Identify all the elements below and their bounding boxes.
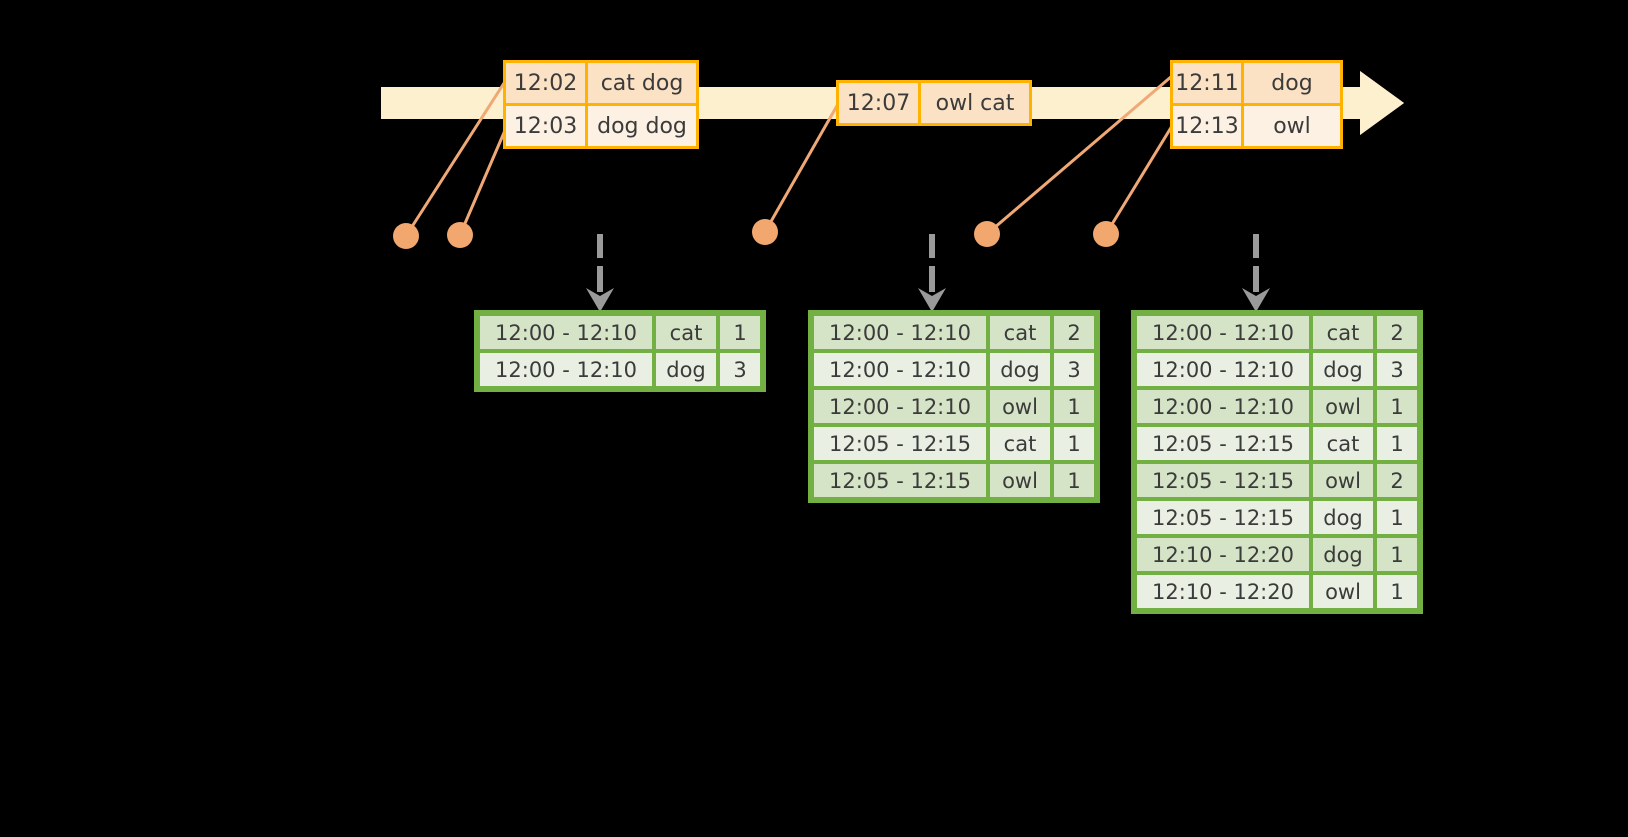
cell-window: 12:10 - 12:20 xyxy=(1137,575,1309,608)
dashed-arrows xyxy=(597,234,1259,292)
cell-word: cat xyxy=(1313,316,1373,349)
cell-word: dog xyxy=(1313,538,1373,571)
event-words: owl cat xyxy=(921,83,1029,123)
cell-word: owl xyxy=(990,390,1050,423)
event-group-3[interactable]: 12:11 dog 12:13 owl xyxy=(1170,60,1343,149)
cell-count: 1 xyxy=(1054,427,1094,460)
arrow-head-2 xyxy=(918,288,946,312)
connector-line-1 xyxy=(404,79,508,237)
cell-word: cat xyxy=(990,316,1050,349)
cell-count: 1 xyxy=(720,316,760,349)
cell-window: 12:05 - 12:15 xyxy=(1137,464,1309,497)
connector-line-2 xyxy=(458,127,508,236)
event-group-1[interactable]: 12:02 cat dog 12:03 dog dog xyxy=(503,60,699,149)
cell-word: cat xyxy=(990,427,1050,460)
event-time: 12:07 xyxy=(839,83,921,123)
cell-word: owl xyxy=(1313,575,1373,608)
cell-window: 12:05 - 12:15 xyxy=(814,464,986,497)
cell-window: 12:00 - 12:10 xyxy=(1137,316,1309,349)
event-time: 12:03 xyxy=(506,106,588,146)
event-words: dog xyxy=(1244,63,1340,103)
cell-window: 12:00 - 12:10 xyxy=(1137,390,1309,423)
cell-count: 3 xyxy=(720,353,760,386)
cell-word: owl xyxy=(1313,390,1373,423)
cell-count: 1 xyxy=(1377,501,1417,534)
cell-count: 1 xyxy=(1054,464,1094,497)
cell-window: 12:00 - 12:10 xyxy=(1137,353,1309,386)
event-time: 12:11 xyxy=(1173,63,1244,103)
event-time: 12:02 xyxy=(506,63,588,103)
cell-count: 2 xyxy=(1377,464,1417,497)
connector-line-5 xyxy=(1104,125,1174,235)
event-time: 12:13 xyxy=(1173,106,1244,146)
event-dot-5 xyxy=(1093,221,1119,247)
cell-window: 12:10 - 12:20 xyxy=(1137,538,1309,571)
cell-window: 12:05 - 12:15 xyxy=(1137,501,1309,534)
event-row[interactable]: 12:02 cat dog xyxy=(506,63,696,103)
event-dots xyxy=(393,219,1119,249)
cell-count: 1 xyxy=(1377,538,1417,571)
cell-window: 12:00 - 12:10 xyxy=(814,353,986,386)
cell-count: 1 xyxy=(1377,390,1417,423)
cell-window: 12:05 - 12:15 xyxy=(814,427,986,460)
event-dot-3 xyxy=(752,219,778,245)
cell-word: owl xyxy=(1313,464,1373,497)
cell-word: dog xyxy=(990,353,1050,386)
cell-count: 1 xyxy=(1377,575,1417,608)
dashed-arrow-dashes xyxy=(596,258,1260,266)
cell-count: 1 xyxy=(1377,427,1417,460)
dashed-arrow-heads xyxy=(586,288,1270,312)
event-dot-1 xyxy=(393,223,419,249)
cell-window: 12:00 - 12:10 xyxy=(480,353,652,386)
cell-word: dog xyxy=(1313,353,1373,386)
cell-window: 12:00 - 12:10 xyxy=(480,316,652,349)
event-row[interactable]: 12:07 owl cat xyxy=(839,83,1029,123)
cell-window: 12:05 - 12:15 xyxy=(1137,427,1309,460)
cell-count: 1 xyxy=(1054,390,1094,423)
event-dot-2 xyxy=(447,222,473,248)
cell-window: 12:00 - 12:10 xyxy=(814,390,986,423)
event-group-2[interactable]: 12:07 owl cat xyxy=(836,80,1032,126)
event-row[interactable]: 12:13 owl xyxy=(1173,103,1340,146)
event-row[interactable]: 12:03 dog dog xyxy=(506,103,696,146)
cell-count: 2 xyxy=(1377,316,1417,349)
event-words: cat dog xyxy=(588,63,696,103)
cell-count: 3 xyxy=(1377,353,1417,386)
cell-count: 3 xyxy=(1054,353,1094,386)
event-words: owl xyxy=(1244,106,1340,146)
cell-window: 12:00 - 12:10 xyxy=(814,316,986,349)
cell-word: dog xyxy=(656,353,716,386)
event-words: dog dog xyxy=(588,106,696,146)
cell-word: cat xyxy=(656,316,716,349)
cell-word: dog xyxy=(1313,501,1373,534)
connector-line-3 xyxy=(763,103,840,233)
arrow-head-3 xyxy=(1242,288,1270,312)
cell-word: owl xyxy=(990,464,1050,497)
cell-word: cat xyxy=(1313,427,1373,460)
cell-count: 2 xyxy=(1054,316,1094,349)
event-row[interactable]: 12:11 dog xyxy=(1173,63,1340,103)
event-dot-4 xyxy=(974,221,1000,247)
arrow-head-1 xyxy=(586,288,614,312)
